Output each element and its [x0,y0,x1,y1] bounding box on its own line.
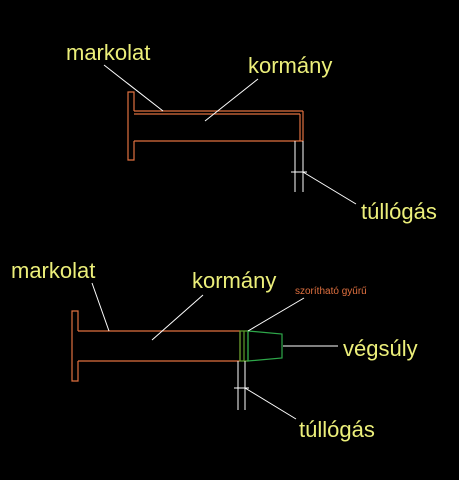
top-grip-label: markolat [66,40,150,65]
bottom-handlebar-leader [151,294,204,341]
top-handlebar-shape [127,91,304,161]
bottom-leader-lines [91,282,338,420]
top-overhang-dimension [291,141,307,192]
bottom-bar-end-weight-label: végsúly [343,336,418,361]
bottom-overhang-dimension [234,361,249,410]
top-grip-leader [103,64,164,112]
bottom-overhang-label: túllógás [299,417,375,442]
bottom-grip-leader [91,282,110,332]
bottom-clamp-ring-label: szorítható gyűrű [295,286,367,297]
bottom-bar-end-weight [247,330,283,362]
bottom-clamp-ring-leader [247,297,305,332]
top-leader-lines [103,64,357,205]
bottom-grip-label: markolat [11,258,95,283]
top-handlebar-label: kormány [248,53,332,78]
top-overhang-label: túllógás [361,199,437,224]
bottom-grip-flange [71,310,79,382]
bottom-overhang-leader [244,387,297,420]
top-diagram: markolat kormány túllógás [66,40,437,224]
top-handlebar-leader [204,78,259,122]
bottom-diagram: markolat kormány szorítható gyűrű végsúl… [11,258,418,442]
top-overhang-leader [302,171,357,205]
bottom-handlebar-label: kormány [192,268,276,293]
top-grip-flange [127,91,135,161]
